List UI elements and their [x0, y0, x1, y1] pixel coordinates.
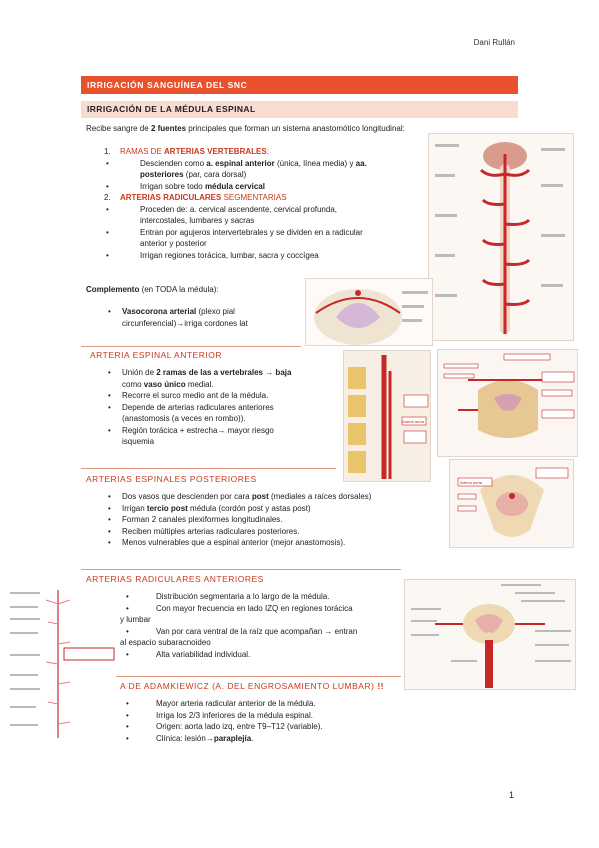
list-subitem: • Irrigan regiones torácica, lumbar, sac…	[106, 250, 319, 260]
section-title-adamkiewicz: A DE ADAMKIEWICZ (A. DEL ENGROSAMIENTO L…	[120, 681, 384, 691]
complemento-item: • Vasocorona arterial (plexo pial circun…	[108, 307, 248, 328]
section-title-radiculares: ARTERIAS RADICULARES ANTERIORES	[86, 574, 264, 584]
sources-list: 1. RAMAS DE ARTERIAS VERTEBRALES: • Desc…	[104, 146, 420, 261]
intro-text: Recibe sangre de 2 fuentes principales q…	[86, 124, 405, 133]
list-subitem: • Entran por agujeros intervertebrales y…	[106, 227, 363, 249]
anterior-radicular-figure	[404, 579, 576, 690]
divider	[81, 569, 401, 570]
anterior-list: •Unión de 2 ramas de las a vertebrales →…	[108, 368, 292, 446]
list-item-vertebrales: 1. RAMAS DE ARTERIAS VERTEBRALES:	[104, 147, 269, 156]
page-number: 1	[509, 790, 515, 800]
list-subitem: • Irrigan sobre todo médula cervical	[106, 181, 265, 191]
radicular-arteries-figure	[8, 584, 116, 744]
cord-segment-figure	[437, 349, 578, 457]
section-header: IRRIGACIÓN SANGUÍNEA DEL SNC	[81, 76, 518, 94]
section-title-posterior: ARTERIAS ESPINALES POSTERIORES	[86, 474, 257, 484]
section-title-anterior: ARTERIA ESPINAL ANTERIOR	[90, 350, 222, 360]
divider	[81, 346, 301, 347]
divider	[116, 676, 401, 677]
vasocorona-figure	[305, 278, 433, 346]
posterior-list: •Dos vasos que descienden por cara post …	[108, 492, 372, 547]
divider	[81, 468, 336, 469]
complemento-heading: Complemento (en TODA la médula):	[86, 285, 219, 294]
fig2-label: Arteria aorta	[460, 480, 483, 485]
fig1-label: Arteria aorta	[402, 419, 425, 424]
adamkiewicz-list: •Mayor arteria radicular anterior de la …	[126, 699, 323, 743]
spinal-cord-arteries-figure	[428, 133, 574, 341]
list-item-radiculares: 2. ARTERIAS RADICULARES SEGMENTARIAS	[104, 193, 287, 202]
list-subitem: • Descienden como a. espinal anterior (ú…	[106, 158, 367, 180]
author-name: Dani Rullán	[473, 38, 515, 47]
radiculares-list: •Distribución segmentaria a lo largo de …	[120, 592, 358, 659]
sagittal-spinal-figure: Arteria aorta	[343, 350, 431, 482]
list-subitem: • Proceden de: a. cervical ascendente, c…	[106, 204, 338, 226]
section-subheader: IRRIGACIÓN DE LA MÉDULA ESPINAL	[81, 101, 518, 118]
vertebra-figure: Arteria aorta	[449, 459, 574, 548]
